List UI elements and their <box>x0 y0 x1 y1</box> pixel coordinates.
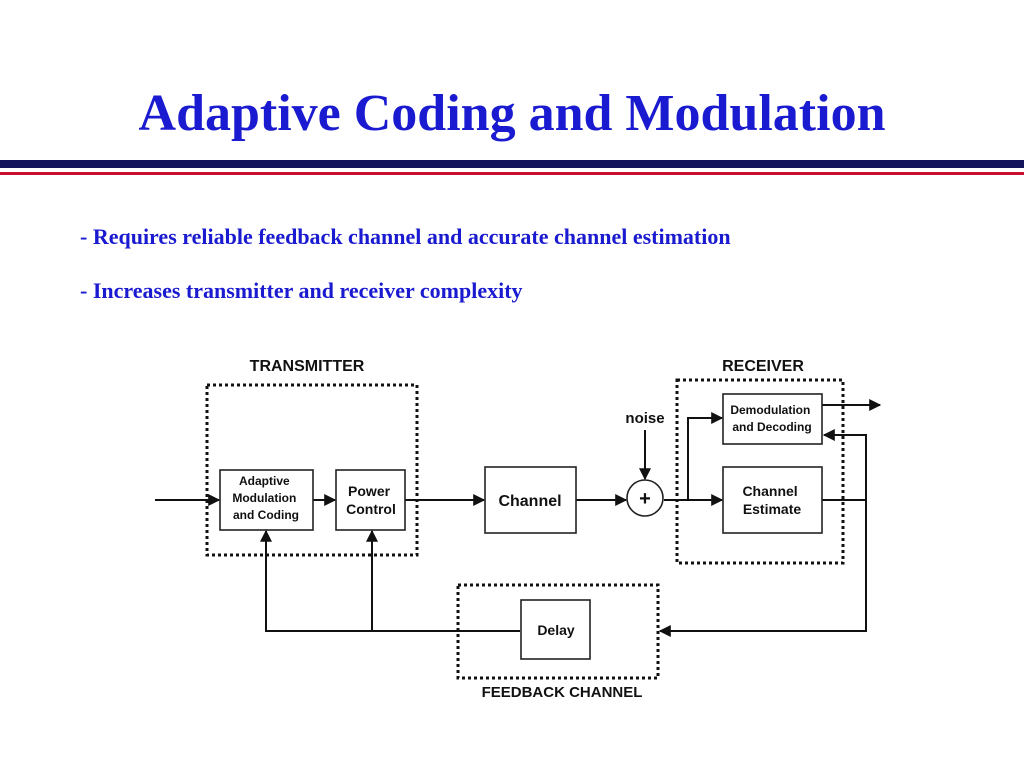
estimate-label-line-1: Channel <box>742 483 797 499</box>
demod-label-line-1: Demodulation <box>730 403 810 417</box>
transmitter-group <box>205 383 419 557</box>
estimate-label-line-2: Estimate <box>743 501 802 517</box>
power-control-block <box>335 469 406 531</box>
channel-label: Channel <box>498 493 561 510</box>
amc-label-line-1: Adaptive <box>239 474 290 488</box>
power-label-line-1: Power <box>348 483 391 499</box>
adder-plus-symbol: + <box>639 488 651 510</box>
adder-to-demod-arrow <box>687 412 724 500</box>
bullet-complexity: - Increases transmitter and receiver com… <box>80 278 523 303</box>
receiver-group <box>675 378 845 565</box>
svg-text:Power Control: Power Control <box>346 483 396 517</box>
amc-label-line-3: and Coding <box>233 508 299 522</box>
estimate-to-delay-arrow <box>658 500 867 637</box>
svg-text:Adaptive Modulation an: Adaptive Modulation and Coding <box>232 474 299 522</box>
svg-text:Demodulation and Decoding: Demodulation and Decoding <box>730 403 813 434</box>
power-label-line-2: Control <box>346 501 396 517</box>
feedback-channel-group <box>456 583 660 680</box>
noise-adder <box>626 479 664 517</box>
receiver-label: RECEIVER <box>722 358 804 375</box>
channel-block <box>484 466 577 534</box>
slide-title: Adaptive Coding and Modulation <box>138 85 886 142</box>
delay-label: Delay <box>537 622 575 638</box>
estimate-to-demod-arrow <box>822 429 867 501</box>
svg-text:Channel Estimate: Channel Estimate <box>742 483 801 517</box>
demodulation-decoding-block <box>722 393 823 445</box>
feedback-to-amc-arrow <box>260 529 458 632</box>
feedback-channel-label: FEEDBACK CHANNEL <box>482 684 643 701</box>
channel-estimate-block <box>722 466 823 534</box>
noise-label: noise <box>625 410 664 427</box>
title-divider-red <box>0 172 1024 175</box>
transmitter-label: TRANSMITTER <box>250 358 365 375</box>
amc-label-line-2: Modulation <box>232 491 296 505</box>
bullet-feedback-requirement: - Requires reliable feedback channel and… <box>80 224 731 249</box>
delay-block <box>520 599 591 660</box>
demod-label-line-2: and Decoding <box>732 420 811 434</box>
title-divider-navy <box>0 160 1024 168</box>
adaptive-modulation-coding-block <box>219 469 314 531</box>
